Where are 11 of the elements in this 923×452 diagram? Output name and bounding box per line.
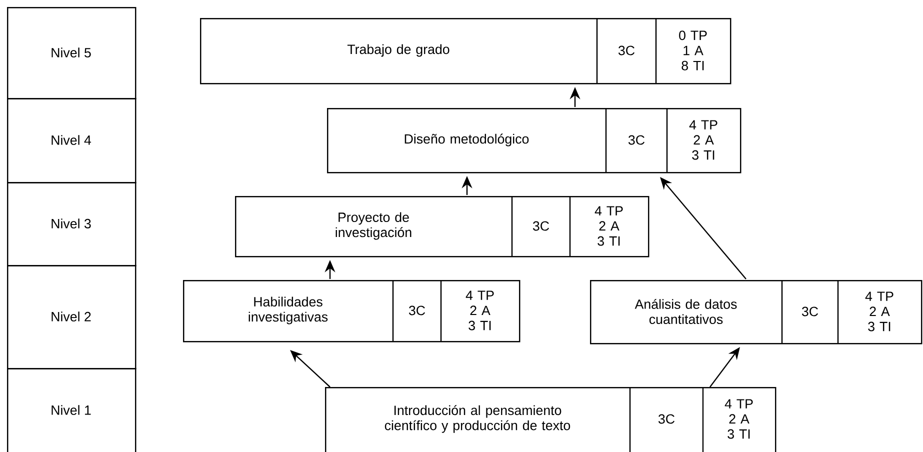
- course-box: Diseño metodológico 3C 4 TP 2 A 3 TI: [327, 108, 742, 174]
- level-box: Nivel 2: [7, 265, 136, 370]
- level-box: Nivel 4: [7, 98, 136, 184]
- course-box: Análisis de datos cuantitativos 3C 4 TP 2 A 3 TI: [590, 280, 922, 344]
- course-box: Trabajo de grado 3C 0 TP 1 A 8 TI: [200, 18, 732, 84]
- level-box: Nivel 1: [7, 368, 136, 452]
- course-box: Proyecto de investigación 3C 4 TP 2 A 3 TI: [235, 196, 650, 258]
- level-box: Nivel 5: [7, 7, 136, 100]
- course-box: Introducción al pensamiento científico y producción de texto 3C 4 TP 2 A 3 TI: [325, 387, 776, 452]
- course-box: Habilidades investigativas 3C 4 TP 2 A 3 TI: [183, 280, 520, 342]
- level-box: Nivel 3: [7, 182, 136, 266]
